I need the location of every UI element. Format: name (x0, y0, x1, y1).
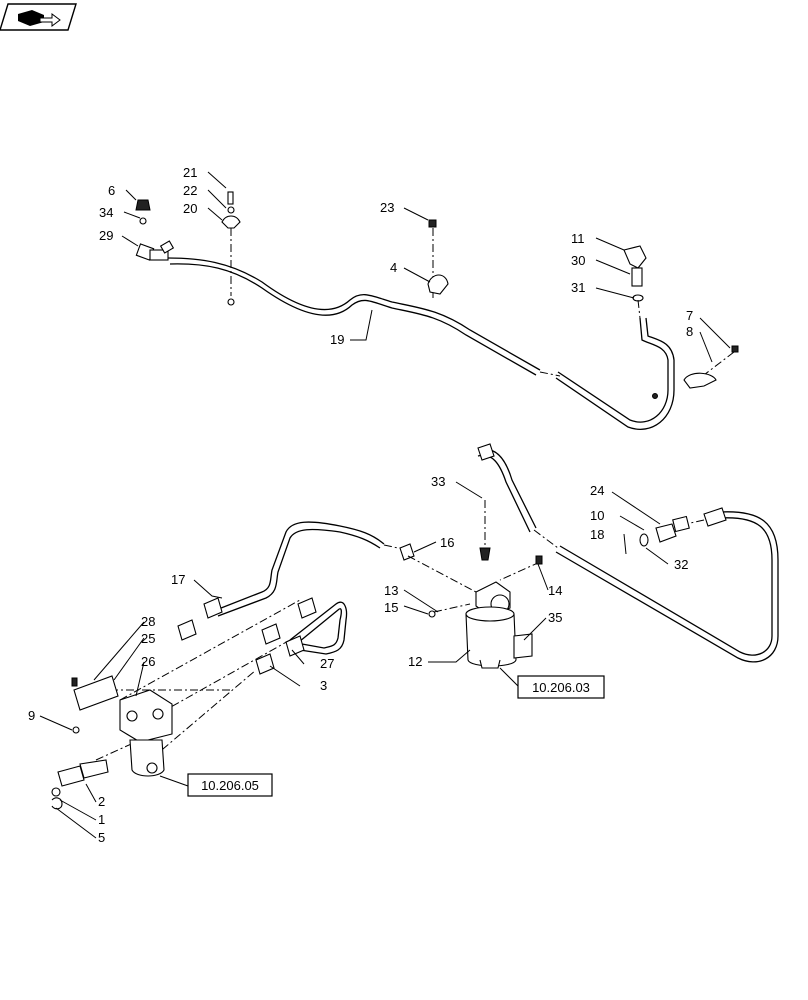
callout-18: 18 (590, 527, 604, 542)
lower-right-assembly (399, 443, 779, 669)
callout-13: 13 (384, 583, 398, 598)
callout-9: 9 (28, 708, 35, 723)
o-ring-1 (51, 787, 61, 797)
clamp-4 (427, 274, 449, 295)
callout-24: 24 (590, 483, 604, 498)
reference-10-206-05[interactable]: 10.206.05 (187, 773, 273, 797)
elbow-11 (623, 245, 647, 269)
book-arrow-icon[interactable] (0, 3, 77, 31)
callout-1: 1 (98, 812, 105, 827)
callout-labels: 6 34 29 21 22 20 23 4 19 11 30 31 7 8 33… (28, 165, 693, 845)
leader-lines (39, 171, 731, 839)
filter-12 (465, 613, 517, 667)
reference-10-206-03-label: 10.206.03 (532, 680, 590, 695)
connector-33 (477, 443, 495, 461)
washer-34 (139, 217, 147, 225)
callout-3: 3 (320, 678, 327, 693)
callout-2: 2 (98, 794, 105, 809)
callout-26: 26 (141, 654, 155, 669)
callout-19: 19 (330, 332, 344, 347)
callout-31: 31 (571, 280, 585, 295)
cap-6 (135, 199, 151, 211)
callout-29: 29 (99, 228, 113, 243)
callout-28: 28 (141, 614, 155, 629)
clamp-20 (221, 215, 241, 229)
callout-32: 32 (674, 557, 688, 572)
clip-16 (399, 543, 415, 561)
screw-14 (535, 555, 543, 565)
hose-19 (167, 257, 541, 371)
callout-6: 6 (108, 183, 115, 198)
lower-left-assembly (51, 521, 399, 810)
washer-9 (72, 726, 80, 734)
washer-32 (639, 533, 649, 547)
hose-17 (215, 521, 385, 611)
clip-5 (51, 797, 63, 810)
elbow-10 (655, 523, 677, 543)
filter-head-26 (119, 689, 173, 743)
washer-15 (428, 610, 436, 618)
hose-18 (559, 517, 773, 656)
valve-2 (57, 765, 85, 787)
screw-28 (71, 677, 78, 687)
callout-5: 5 (98, 830, 105, 845)
callout-20: 20 (183, 201, 197, 216)
bolt-21 (227, 191, 234, 205)
callout-11: 11 (571, 231, 585, 246)
callout-25: 25 (141, 631, 155, 646)
callout-15: 15 (384, 600, 398, 615)
nut-23 (428, 219, 437, 228)
upper-fuel-line-assembly (135, 191, 739, 430)
callout-8: 8 (686, 324, 693, 339)
callout-12: 12 (408, 654, 422, 669)
bolt-7 (731, 345, 739, 353)
callout-10: 10 (590, 508, 604, 523)
reference-10-206-03[interactable]: 10.206.03 (517, 675, 605, 699)
callout-33: 33 (431, 474, 445, 489)
callout-21: 21 (183, 165, 197, 180)
callout-23: 23 (380, 200, 394, 215)
label-35 (513, 633, 533, 659)
callout-7: 7 (686, 308, 693, 323)
washer-22 (227, 206, 235, 214)
bracket-25 (73, 675, 119, 711)
fitting-24 (672, 515, 690, 533)
callout-17: 17 (171, 572, 185, 587)
callout-22: 22 (183, 183, 197, 198)
callout-34: 34 (99, 205, 113, 220)
callout-27: 27 (320, 656, 334, 671)
reference-10-206-05-label: 10.206.05 (201, 778, 259, 793)
callout-16: 16 (440, 535, 454, 550)
adapter-30 (631, 267, 643, 287)
callout-30: 30 (571, 253, 585, 268)
callout-35: 35 (548, 610, 562, 625)
callout-14: 14 (548, 583, 562, 598)
callout-4: 4 (390, 260, 397, 275)
hose-27 (289, 601, 348, 655)
clamp-8 (683, 372, 717, 389)
